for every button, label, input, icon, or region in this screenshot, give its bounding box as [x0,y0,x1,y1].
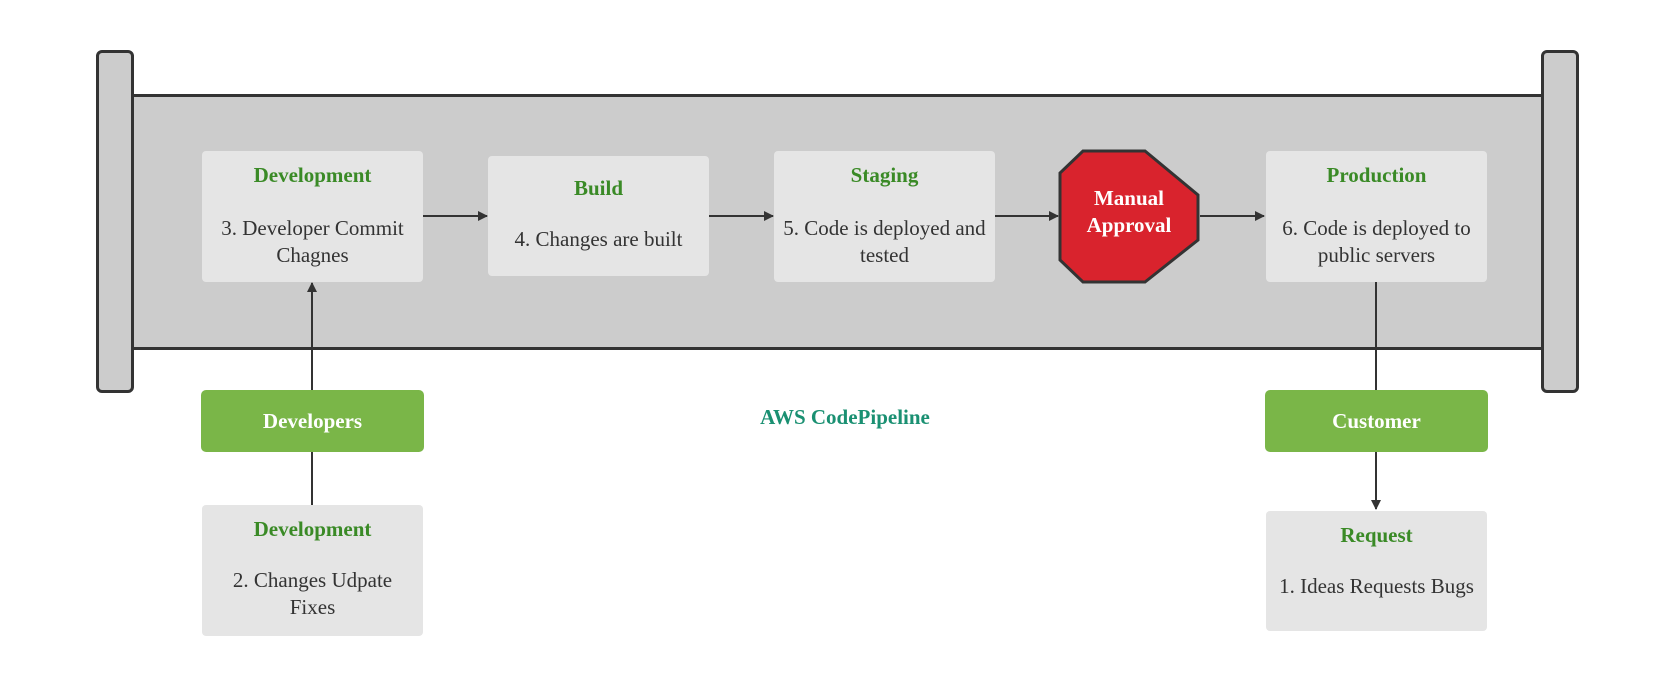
stage-development-title: Development [253,163,372,187]
manual-approval-octagon [1058,149,1200,284]
stage-production-title: Production [1326,163,1427,187]
stage-development-body: 3. Developer Commit Chagnes [221,216,404,267]
stage-production-card: Production 6. Code is deployed to public… [1266,151,1487,282]
stage-staging-body: 5. Code is deployed and tested [783,216,986,267]
stage-build-body: 4. Changes are built [514,227,683,251]
manual-approval-label: Manual Approval [1086,186,1172,237]
developers-box: Developers [201,390,424,452]
source-request-body: 1. Ideas Requests Bugs [1279,574,1474,598]
pipeline-right-cap [1541,50,1579,393]
source-development-title: Development [253,517,372,541]
source-development-body: 2. Changes Udpate Fixes [232,568,393,619]
stage-production-body: 6. Code is deployed to public servers [1282,216,1471,267]
source-request-card: Request 1. Ideas Requests Bugs [1266,511,1487,631]
stage-build-card: Build 4. Changes are built [488,156,709,276]
stage-staging-card: Staging 5. Code is deployed and tested [774,151,995,282]
source-development-card: Development 2. Changes Udpate Fixes [202,505,423,636]
stage-development-card: Development 3. Developer Commit Chagnes [202,151,423,282]
customer-box: Customer [1265,390,1488,452]
source-request-title: Request [1340,523,1413,547]
stage-build-title: Build [573,176,624,200]
pipeline-left-cap [96,50,134,393]
stage-staging-title: Staging [850,163,919,187]
pipeline-label: AWS CodePipeline [760,405,930,429]
